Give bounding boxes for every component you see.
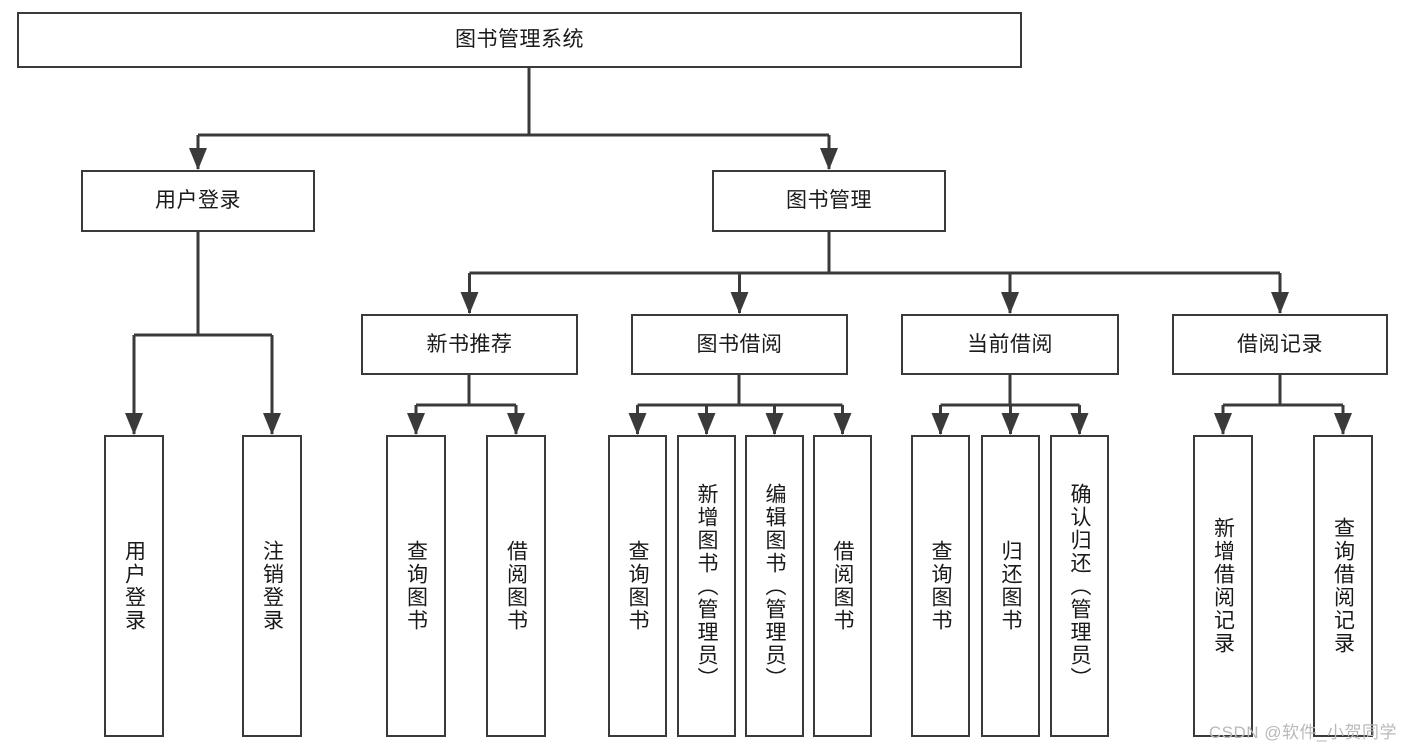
conn-root-arrowhead-1 [820, 148, 838, 170]
conn-book-borrow-arrowhead-3 [833, 413, 852, 435]
conn-book-manage-arrowhead-2 [1001, 292, 1019, 314]
conn-current-borrow-arrowhead-2 [1070, 413, 1089, 435]
conn-current-borrow-arrowhead-0 [931, 413, 950, 435]
conn-book-borrow-arrowhead-2 [765, 413, 784, 435]
node-borrow-record[interactable]: 借阅记录 [1172, 314, 1388, 375]
node-root[interactable]: 图书管理系统 [17, 12, 1022, 68]
conn-book-manage-arrowhead-3 [1271, 292, 1289, 314]
node-label-book-borrow: 图书借阅 [696, 332, 783, 356]
node-label-root: 图书管理系统 [455, 28, 584, 52]
node-user-login[interactable]: 用户登录 [81, 170, 315, 232]
node-label-leaf-add-book: 新增图书（管理员） [695, 482, 718, 690]
node-label-leaf-add-rec: 新增借阅记录 [1211, 517, 1235, 655]
node-label-leaf-query-3: 查询图书 [929, 540, 952, 632]
node-label-leaf-borrow-2: 借阅图书 [831, 540, 854, 632]
node-label-book-manage: 图书管理 [786, 189, 872, 213]
node-leaf-query-3[interactable]: 查询图书 [911, 435, 970, 737]
csdn-watermark: CSDN @软件_小贺同学 [1208, 723, 1397, 742]
conn-current-borrow-arrowhead-1 [1001, 413, 1020, 435]
conn-new-book-rec-arrowhead-1 [507, 413, 525, 435]
conn-book-borrow-arrowhead-0 [628, 413, 647, 435]
node-label-user-login: 用户登录 [155, 189, 241, 213]
conn-new-book-rec-arrowhead-0 [407, 413, 425, 435]
node-leaf-add-rec[interactable]: 新增借阅记录 [1193, 435, 1253, 737]
node-label-current-borrow: 当前借阅 [967, 332, 1053, 356]
node-label-leaf-return: 归还图书 [999, 540, 1022, 632]
conn-root-arrowhead-0 [189, 148, 207, 170]
conn-user-login-arrowhead-0 [125, 413, 143, 435]
node-new-book-rec[interactable]: 新书推荐 [361, 314, 578, 375]
node-label-borrow-record: 借阅记录 [1237, 332, 1323, 356]
node-label-leaf-borrow-1: 借阅图书 [504, 540, 528, 632]
node-leaf-query-rec[interactable]: 查询借阅记录 [1313, 435, 1373, 737]
node-book-borrow[interactable]: 图书借阅 [631, 314, 848, 375]
node-label-leaf-query-2: 查询图书 [626, 540, 649, 632]
node-label-leaf-edit-book: 编辑图书（管理员） [763, 482, 786, 690]
node-label-leaf-query-1: 查询图书 [404, 540, 428, 632]
node-current-borrow[interactable]: 当前借阅 [901, 314, 1119, 375]
conn-book-manage-arrowhead-1 [730, 292, 749, 314]
node-leaf-query-1[interactable]: 查询图书 [386, 435, 446, 737]
conn-user-login-arrowhead-1 [263, 413, 281, 435]
node-label-leaf-confirm: 确认归还（管理员） [1068, 482, 1091, 690]
node-book-manage[interactable]: 图书管理 [712, 170, 946, 232]
node-leaf-edit-book[interactable]: 编辑图书（管理员） [745, 435, 804, 737]
node-leaf-borrow-1[interactable]: 借阅图书 [486, 435, 546, 737]
node-label-leaf-user-login: 用户登录 [122, 540, 146, 632]
node-leaf-borrow-2[interactable]: 借阅图书 [813, 435, 872, 737]
conn-book-borrow-arrowhead-1 [697, 413, 716, 435]
node-leaf-logout[interactable]: 注销登录 [242, 435, 302, 737]
node-leaf-user-login[interactable]: 用户登录 [104, 435, 164, 737]
node-label-new-book-rec: 新书推荐 [426, 332, 513, 356]
node-leaf-add-book[interactable]: 新增图书（管理员） [677, 435, 736, 737]
node-leaf-return[interactable]: 归还图书 [981, 435, 1040, 737]
conn-borrow-record-arrowhead-0 [1214, 413, 1232, 435]
node-label-leaf-query-rec: 查询借阅记录 [1331, 517, 1355, 655]
node-label-leaf-logout: 注销登录 [260, 540, 284, 632]
node-leaf-confirm[interactable]: 确认归还（管理员） [1050, 435, 1109, 737]
conn-book-manage-arrowhead-0 [460, 292, 479, 314]
conn-borrow-record-arrowhead-1 [1334, 413, 1352, 435]
node-leaf-query-2[interactable]: 查询图书 [608, 435, 667, 737]
